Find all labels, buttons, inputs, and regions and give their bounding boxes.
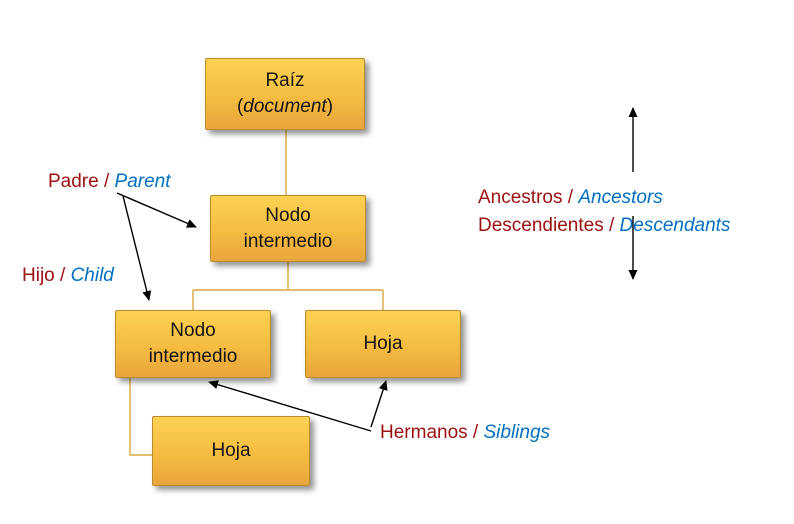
node-label: Nodo intermedio <box>148 320 238 367</box>
node-label: Hoja <box>363 333 403 355</box>
label-ancestors-descendants: Ancestros / Ancestors Descendientes / De… <box>478 184 730 240</box>
node-label: Nodo intermedio <box>243 204 333 252</box>
label-child-es: Hijo / <box>22 265 66 286</box>
label-child-en: Child <box>70 265 114 286</box>
label-siblings-en: Siblings <box>483 422 551 443</box>
arrow-siblings-to-leaf-right <box>370 380 388 428</box>
label-descendants-es: Descendientes / <box>478 215 615 236</box>
label-parent-es: Padre / <box>48 171 110 192</box>
connector-middle-to-children <box>192 261 384 312</box>
label-ancestors-es: Ancestros / <box>478 187 574 208</box>
label-parent: Padre / Parent <box>48 168 171 196</box>
label-siblings-es: Hermanos / <box>380 422 479 443</box>
arrow-siblings-to-lowerleft-node <box>208 380 372 432</box>
arrow-child-to-lowerleft-node <box>122 195 152 301</box>
node-leaf-right: Hoja <box>305 310 461 378</box>
label-descendants-en: Descendants <box>619 215 731 236</box>
node-root-title: Raíz <box>265 70 305 92</box>
label-ancestors: Ancestros / Ancestors <box>478 184 730 212</box>
node-root: Raíz (document) <box>205 58 365 130</box>
node-root-subtitle: (document) <box>236 96 334 117</box>
connector-lowerleft-to-leaf-bottom <box>129 377 152 456</box>
node-leaf-bottom: Hoja <box>152 416 310 486</box>
label-descendants: Descendientes / Descendants <box>478 212 730 240</box>
label-ancestors-en: Ancestors <box>578 187 663 208</box>
label-siblings: Hermanos / Siblings <box>380 419 550 447</box>
label-child: Hijo / Child <box>22 262 114 290</box>
node-lower-left-intermediate: Nodo intermedio <box>115 310 271 378</box>
label-parent-en: Parent <box>114 171 171 192</box>
node-label: Hoja <box>211 440 251 462</box>
arrow-parent-to-middle-node <box>116 192 197 228</box>
node-middle-intermediate: Nodo intermedio <box>210 195 366 262</box>
